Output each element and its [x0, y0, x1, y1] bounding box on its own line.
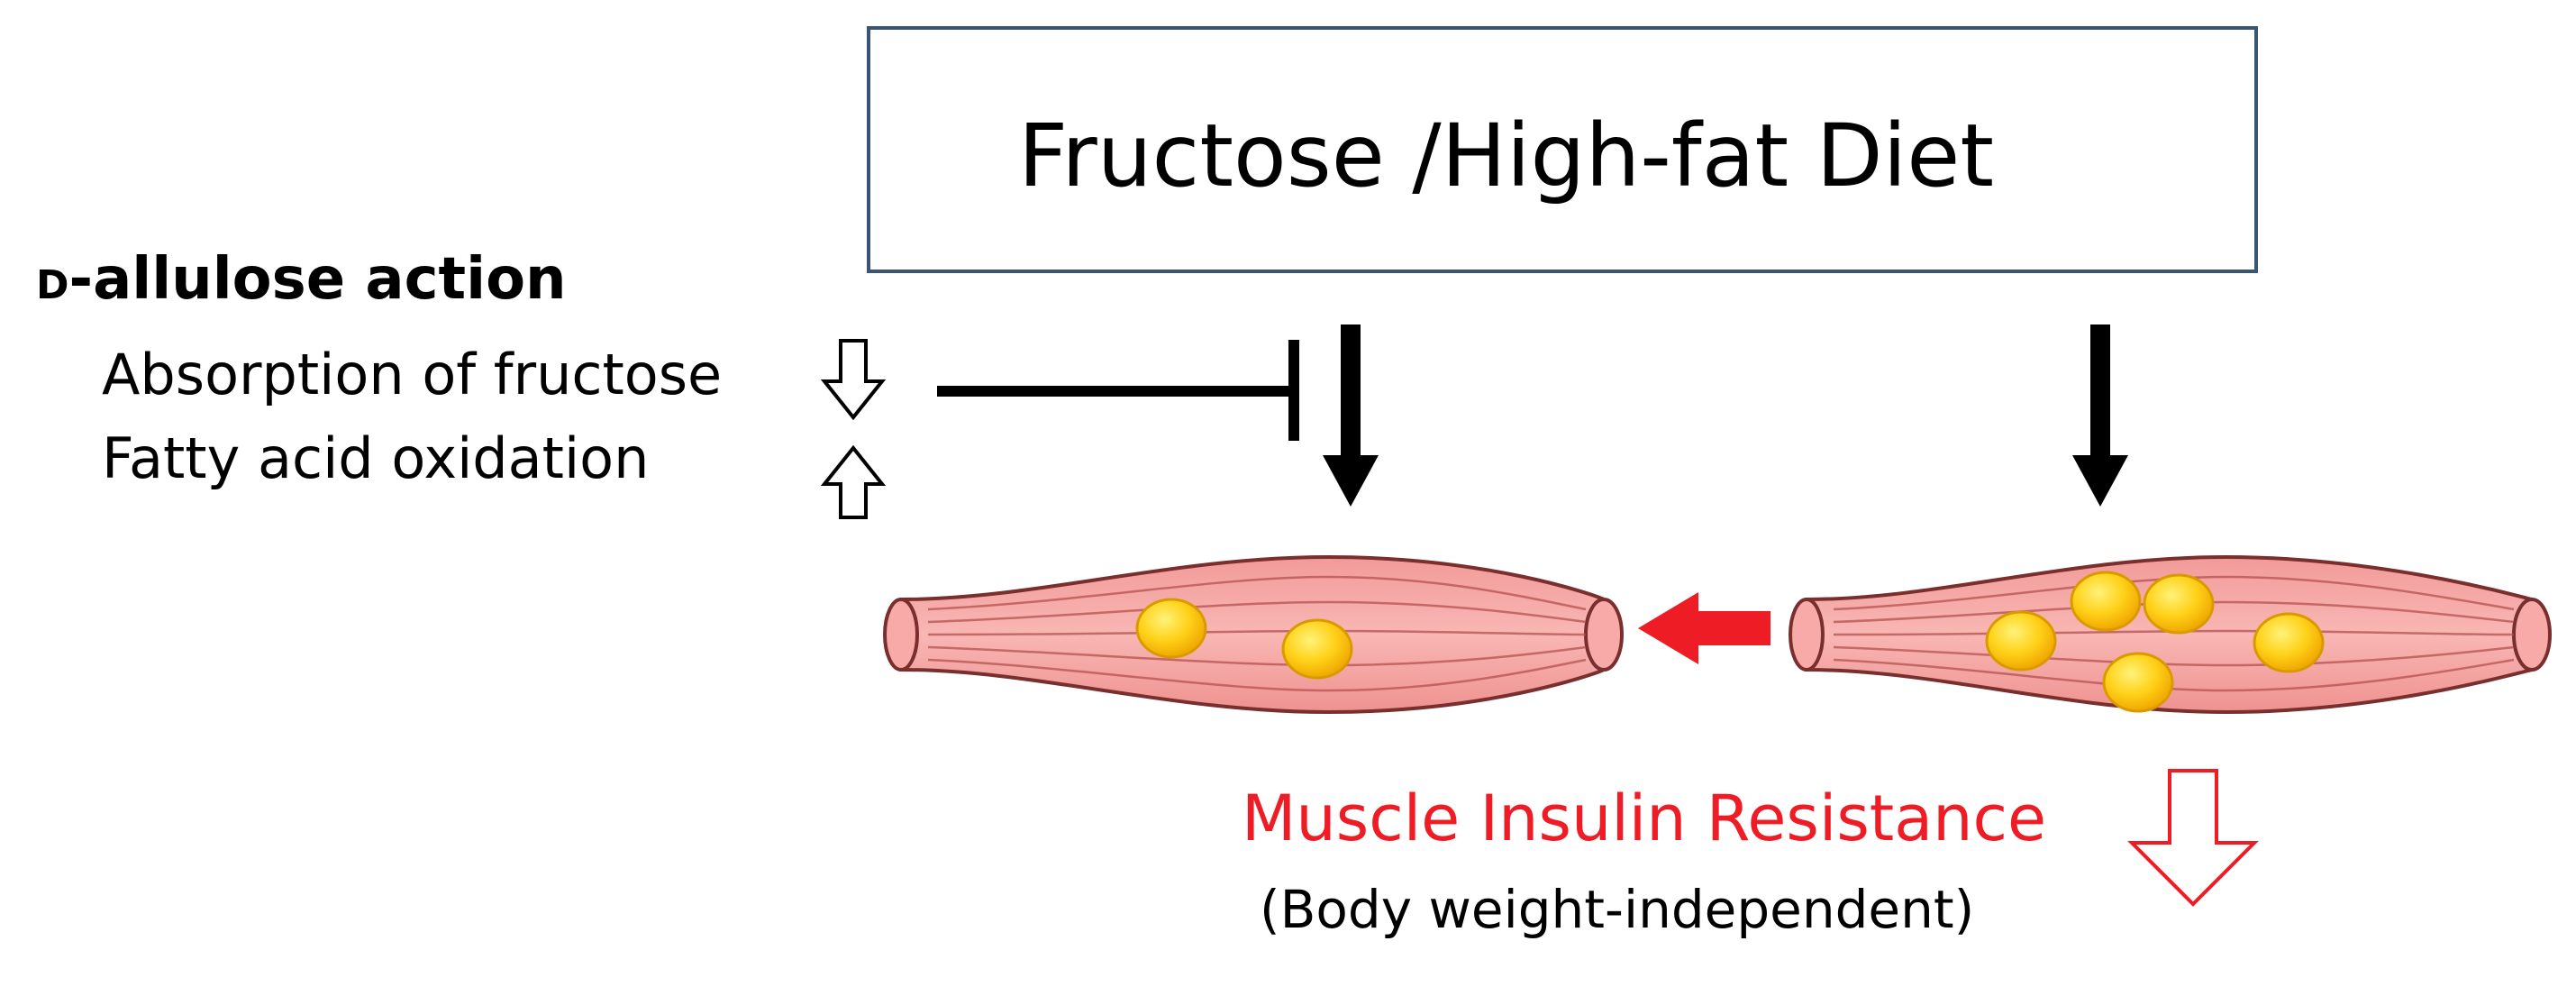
effect-oxidation-label: Fatty acid oxidation — [102, 425, 650, 491]
outcome-down-arrow-icon — [2127, 769, 2259, 907]
up-arrow-icon — [820, 444, 887, 519]
lipid-droplet — [2253, 612, 2325, 673]
diet-box-label: Fructose /High-fat Diet — [1018, 105, 1994, 206]
outcome-label: Muscle Insulin Resistance — [1242, 781, 2047, 855]
effect-absorption-label: Absorption of fructose — [102, 342, 723, 407]
muscle-left — [883, 554, 1624, 715]
lipid-droplet — [2102, 652, 2174, 713]
lipid-droplet — [1281, 618, 1353, 680]
allulose-action-title: D-allulose action — [36, 251, 567, 308]
allulose-prefix: D — [36, 262, 69, 308]
down-arrow-icon — [820, 339, 887, 421]
arrow-diet-to-muscle-left-icon — [1323, 324, 1379, 507]
lipid-droplet — [1985, 610, 2057, 672]
muscle-right — [1789, 554, 2552, 715]
arrow-diet-to-muscle-right-icon — [2072, 324, 2128, 507]
lipid-droplet — [1135, 598, 1207, 659]
red-arrow-left-icon — [1638, 592, 1770, 664]
outcome-note: (Body weight-independent) — [1260, 879, 1975, 940]
lipid-droplet — [2143, 573, 2215, 635]
allulose-title-text: -allulose action — [68, 246, 567, 313]
inhibition-bar — [937, 340, 1299, 441]
diet-box — [867, 26, 2258, 273]
lipid-droplet — [2070, 571, 2142, 632]
